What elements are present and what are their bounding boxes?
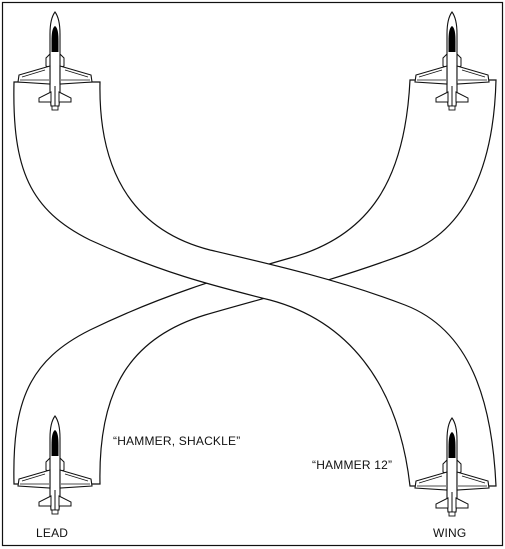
lead-radio-call: “HAMMER, SHACKLE” (113, 434, 241, 448)
wing-label: WING (433, 526, 467, 540)
wing-flight-path (13, 81, 497, 487)
wing-radio-call: “HAMMER 12” (312, 458, 393, 472)
lead-label: LEAD (36, 526, 69, 540)
